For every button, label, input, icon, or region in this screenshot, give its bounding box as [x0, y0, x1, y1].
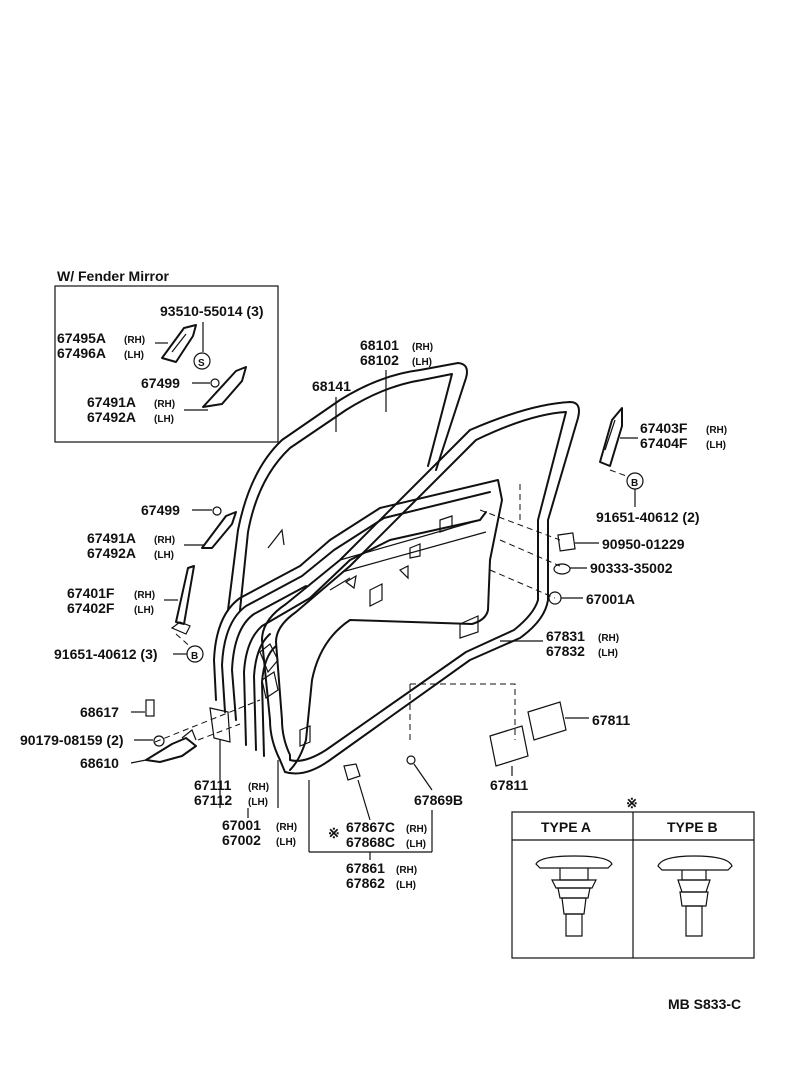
label-67831: 67831 [546, 628, 585, 644]
note-mark-clip: ※ [328, 825, 340, 841]
inset-title: W/ Fender Mirror [57, 268, 170, 284]
svg-text:(LH): (LH) [154, 414, 174, 425]
label-67112: 67112 [194, 792, 232, 808]
label-68101: 68101 [360, 337, 399, 353]
part-90333-shape [553, 563, 571, 575]
svg-text:(LH): (LH) [706, 440, 726, 451]
rear-channel [599, 407, 623, 467]
label-67867C: 67867C [346, 819, 395, 835]
svg-text:(LH): (LH) [276, 837, 296, 848]
badge-b-left [186, 645, 204, 663]
svg-text:(RH): (RH) [248, 782, 269, 793]
label-67001: 67001 [222, 817, 261, 833]
door-check-assembly [145, 699, 197, 763]
label-67861: 67861 [346, 860, 385, 876]
label-67499-inset: 67499 [141, 375, 180, 391]
label-90333-35002: 90333-35002 [590, 560, 673, 576]
svg-text:(LH): (LH) [598, 648, 618, 659]
svg-text:(RH): (RH) [134, 590, 155, 601]
clip-shape [210, 378, 220, 388]
screw-badge-s [193, 352, 211, 370]
clip-67499-shape [212, 506, 222, 516]
mirror-base-shape [161, 324, 197, 363]
svg-text:(RH): (RH) [396, 865, 417, 876]
type-a-clip-drawing [535, 855, 613, 937]
label-68141: 68141 [312, 378, 351, 394]
svg-text:(LH): (LH) [406, 839, 426, 850]
svg-text:(LH): (LH) [248, 797, 268, 808]
seal-67811-upper [527, 701, 567, 741]
label-67002: 67002 [222, 832, 261, 848]
label-67868C: 67868C [346, 834, 395, 850]
label-68610: 68610 [80, 755, 119, 771]
label-67832: 67832 [546, 643, 585, 659]
label-67404F: 67404F [640, 435, 688, 451]
type-b-clip-drawing [657, 855, 733, 937]
label-93510-55014: 93510-55014 (3) [160, 303, 264, 319]
label-67403F: 67403F [640, 420, 688, 436]
note-mark-table: ※ [626, 795, 638, 811]
label-67862: 67862 [346, 875, 385, 891]
svg-text:(RH): (RH) [598, 633, 619, 644]
label-67495A: 67495A [57, 330, 106, 346]
side-lh: (LH) [124, 350, 144, 361]
seal-67811-lower [489, 725, 529, 767]
svg-text:(RH): (RH) [154, 535, 175, 546]
label-68617: 68617 [80, 704, 119, 720]
label-67492A: 67492A [87, 545, 136, 561]
svg-text:B: B [191, 651, 198, 662]
label-67496A: 67496A [57, 345, 106, 361]
label-90179-08159: 90179-08159 (2) [20, 732, 124, 748]
part-90950-shape [557, 532, 576, 552]
type-b-header: TYPE B [667, 819, 718, 835]
svg-text:(RH): (RH) [706, 425, 727, 436]
label-67491A-inset: 67491A [87, 394, 136, 410]
glass-run-channel [227, 362, 468, 611]
label-67811-lower: 67811 [490, 777, 528, 793]
dashed-leaders [154, 469, 633, 743]
fender-mirror-inset: W/ Fender Mirror 93510-55014 (3) S 67495… [54, 268, 279, 443]
type-a-header: TYPE A [541, 819, 591, 835]
label-67401F: 67401F [67, 585, 115, 601]
door-cover-shape [201, 511, 237, 549]
label-91651-right: 91651-40612 (2) [596, 509, 700, 525]
label-67402F: 67402F [67, 600, 115, 616]
label-67001A: 67001A [586, 591, 635, 607]
clip-67867C-shape [343, 763, 361, 781]
label-91651-left: 91651-40612 (3) [54, 646, 158, 662]
label-67111: 67111 [194, 777, 232, 793]
door-panel [209, 479, 503, 771]
label-67499: 67499 [141, 502, 180, 518]
svg-text:B: B [631, 478, 638, 489]
label-67811-upper: 67811 [592, 712, 630, 728]
clip-67869B-shape [406, 755, 416, 765]
door-weatherstrip [261, 401, 580, 775]
badge-s-text: S [198, 358, 205, 369]
clip-type-table: ※ TYPE A TYPE B [511, 795, 755, 959]
label-67492A-inset: 67492A [87, 409, 136, 425]
front-channel [170, 565, 195, 635]
svg-text:(LH): (LH) [412, 357, 432, 368]
svg-text:(LH): (LH) [154, 550, 174, 561]
label-90950-01229: 90950-01229 [602, 536, 685, 552]
inset-frame [54, 285, 279, 443]
part-labels: 68101 (RH) 68102 (LH) 68141 67403F (RH) … [20, 337, 727, 891]
svg-text:(RH): (RH) [412, 342, 433, 353]
svg-text:(RH): (RH) [276, 822, 297, 833]
svg-text:(RH): (RH) [406, 824, 427, 835]
svg-text:(RH): (RH) [154, 399, 175, 410]
label-67491A: 67491A [87, 530, 136, 546]
mirror-cover-shape [202, 366, 247, 408]
label-67869B: 67869B [414, 792, 463, 808]
label-68102: 68102 [360, 352, 399, 368]
svg-text:(LH): (LH) [396, 880, 416, 891]
svg-text:(LH): (LH) [134, 605, 154, 616]
diagram-code: MB S833-C [668, 996, 741, 1012]
side-rh: (RH) [124, 335, 145, 346]
